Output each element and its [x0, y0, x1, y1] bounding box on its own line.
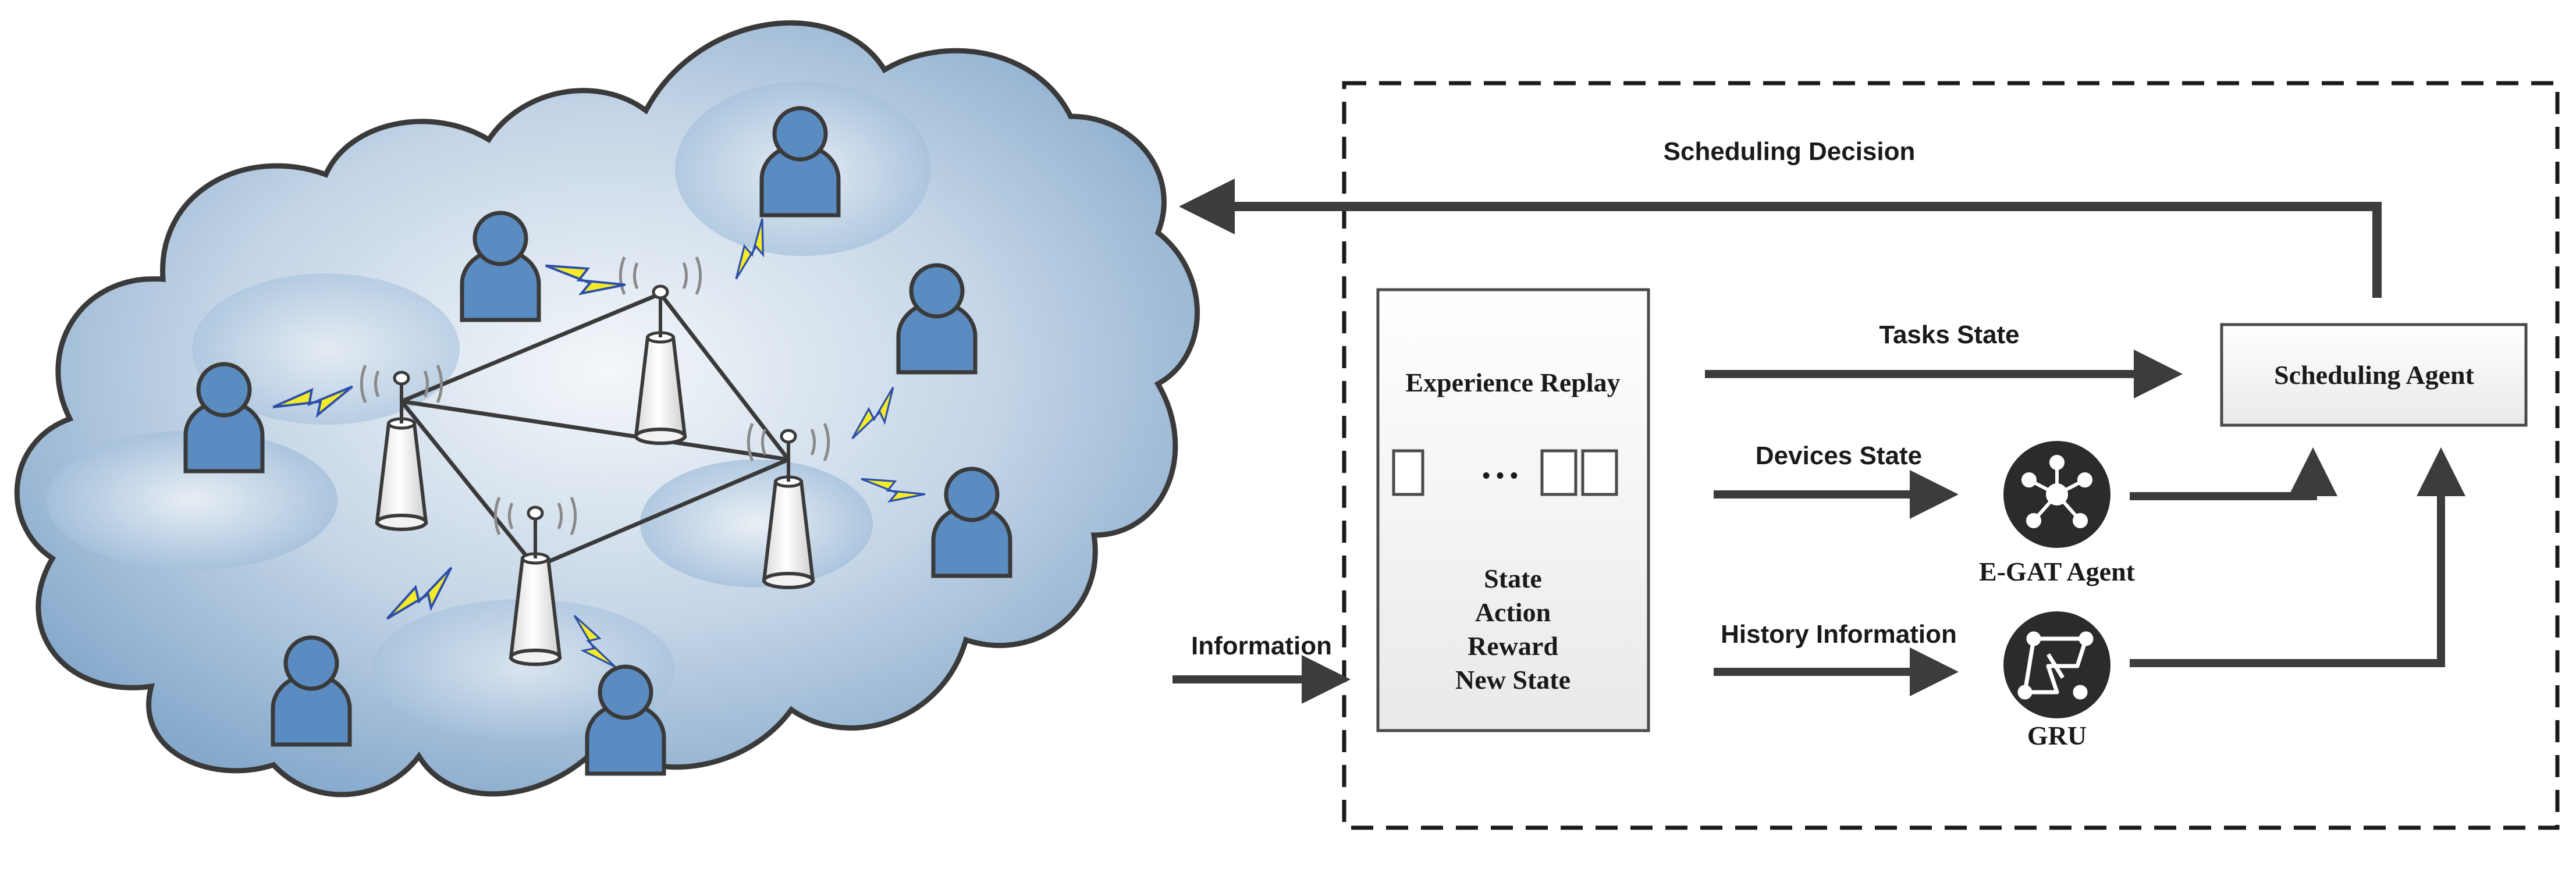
egat-agent-label: E-GAT Agent [1979, 557, 2136, 586]
gru-node [2003, 611, 2110, 718]
replay-ellipsis: • • • [1482, 464, 1518, 488]
scheduling-agent-box [2220, 323, 2528, 427]
replay-field-new-state: New State [1455, 665, 1571, 695]
information-label: Information [1191, 632, 1332, 660]
tasks-state-label: Tasks State [1879, 321, 2019, 349]
scheduling-agent-label: Scheduling Agent [2274, 360, 2474, 390]
scheduler-frame [1342, 81, 2560, 830]
egat-to-agent-arrow [2130, 447, 2337, 500]
experience-replay-box [1376, 288, 1650, 732]
history-information-label: History Information [1721, 620, 1957, 649]
cloud-puff [47, 430, 337, 570]
network-cloud [14, 20, 1200, 797]
cloud-puff [640, 460, 873, 588]
replay-field-action: Action [1475, 597, 1551, 627]
replay-slot [1540, 449, 1577, 496]
cloud-puff [192, 273, 460, 425]
devices-state-label: Devices State [1756, 442, 1922, 470]
gru-to-agent-arrow [2130, 447, 2465, 667]
gru-label: GRU [2027, 721, 2087, 750]
replay-field-reward: Reward [1468, 631, 1558, 661]
egat-agent-node [2003, 441, 2110, 548]
scheduling-decision-label: Scheduling Decision [1664, 137, 1916, 166]
cloud-puff [372, 599, 675, 739]
replay-field-state: State [1484, 564, 1542, 593]
replay-slot [1392, 449, 1424, 496]
replay-slot [1581, 449, 1618, 496]
scheduling-decision-arrow [1179, 179, 2382, 298]
experience-replay-title: Experience Replay [1405, 368, 1620, 397]
backhaul-links [400, 291, 790, 569]
